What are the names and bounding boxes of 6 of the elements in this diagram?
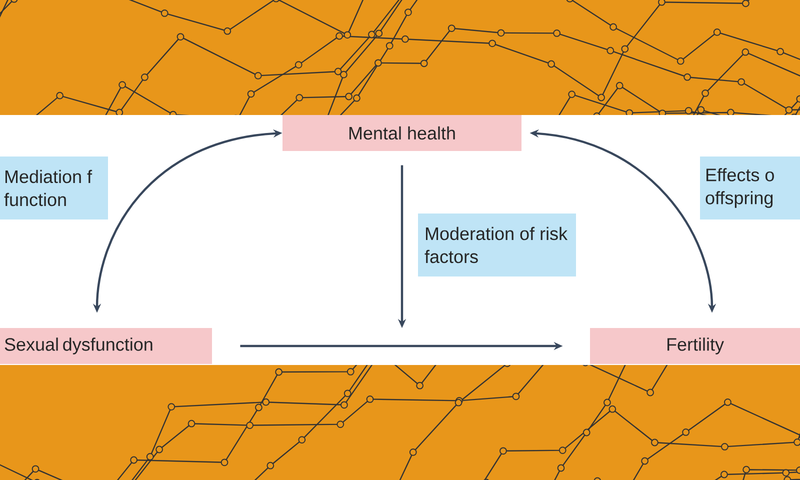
note-box: Mediation f function xyxy=(0,156,108,220)
note-box: Effects o offspring xyxy=(700,156,800,220)
topic-box: Mental health xyxy=(282,115,522,151)
note-box: Moderation of risk factors xyxy=(418,214,576,276)
topic-box: Sexual dysfunction xyxy=(0,328,212,364)
topic-box: Fertility xyxy=(590,328,800,364)
